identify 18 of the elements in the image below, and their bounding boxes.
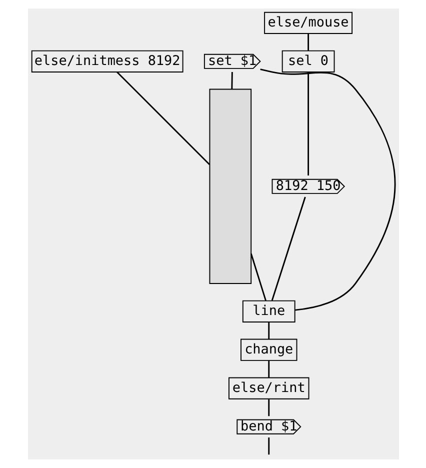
connector [116,72,210,166]
node-box: else/rint [228,377,309,400]
connector [268,322,270,340]
node-box: change [240,338,297,361]
node-box: else/mouse [264,12,352,34]
connector [268,360,270,378]
connector [230,72,232,90]
connector [260,68,396,311]
connector [307,72,309,176]
node-box [208,88,252,284]
connector [307,34,309,51]
node-box: else/initmess 8192 [30,50,183,72]
connector [268,437,270,455]
node-box: line [242,300,295,322]
connector [250,253,266,301]
connector [270,196,306,301]
connector [268,399,270,416]
node-box: sel 0 [281,50,334,72]
